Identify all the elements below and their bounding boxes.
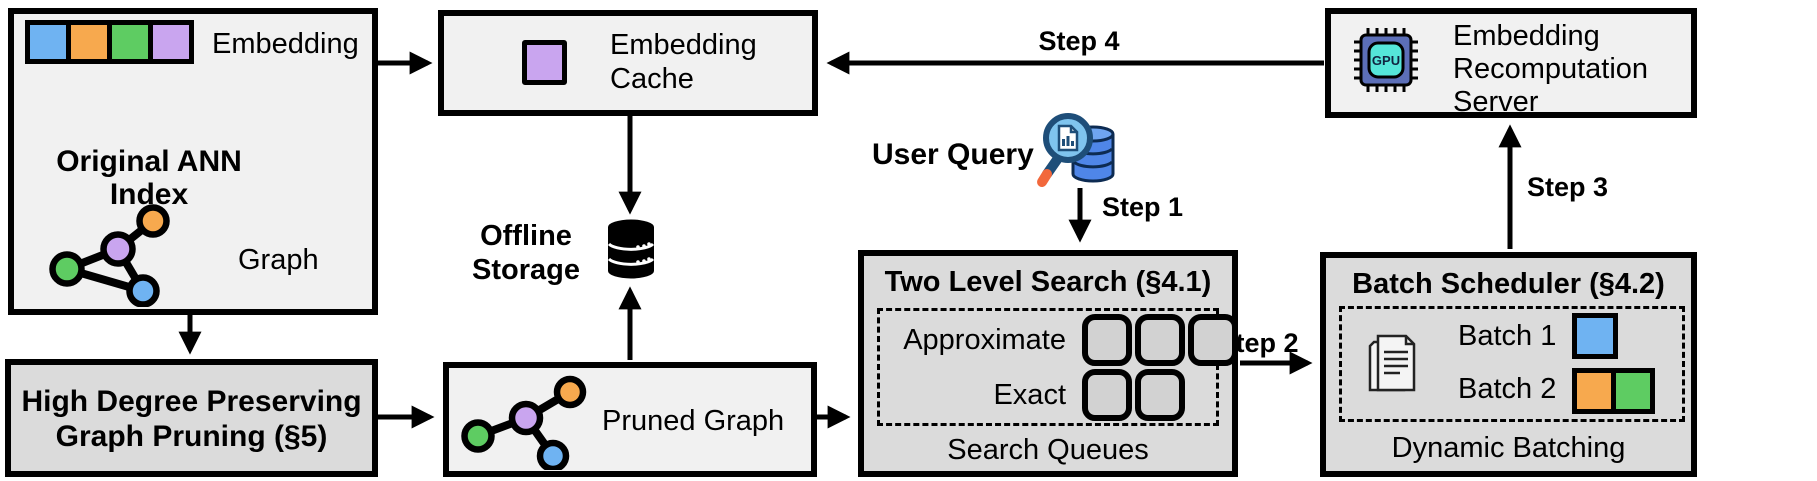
search-queue-slot [1082, 314, 1132, 366]
batch-scheduler-box: Batch Scheduler (§4.2) Batch 1 Batch 2 D… [1320, 252, 1697, 477]
step-3-label: Step 3 [1527, 172, 1609, 202]
user-query-label: User Query [872, 138, 1034, 171]
search-queue-slot [1135, 314, 1185, 366]
dynamic-batching-label: Dynamic Batching [1391, 432, 1626, 464]
search-queue-slot [1082, 369, 1132, 421]
two-level-search-title: Two Level Search (§4.1) [884, 266, 1212, 298]
batch-2-label: Batch 2 [1458, 373, 1557, 405]
server-line3: Server [1453, 86, 1539, 118]
exact-label: Exact [993, 378, 1066, 411]
batch-documents-icon [1368, 334, 1416, 392]
cached-embedding-icon [522, 40, 567, 85]
embedding-cache-line2: Cache [610, 63, 694, 95]
original-ann-index-box: Embedding Original ANN Index Graph [8, 8, 378, 315]
batch-scheduler-title: Batch Scheduler (§4.2) [1352, 268, 1665, 300]
batch-1-label: Batch 1 [1458, 320, 1557, 352]
step-1-label: Step 1 [1102, 192, 1184, 222]
embedding-vector-icon [25, 20, 194, 64]
offline-storage-label: Offline Storage [472, 220, 580, 286]
batch-2-item-orange [1572, 368, 1616, 414]
two-level-search-box: Two Level Search (§4.1) Approximate Exac… [858, 250, 1238, 477]
batch-2-item-green [1611, 368, 1655, 414]
batch-1-item-blue [1572, 313, 1618, 359]
search-queue-slot [1135, 369, 1185, 421]
search-queue-slot [1188, 314, 1238, 366]
graph-icon [49, 204, 170, 307]
batch-2-items [1572, 368, 1655, 414]
embedding-cell-blue [30, 25, 66, 59]
dynamic-batching-panel [1339, 306, 1685, 422]
graph-pruning-box: High Degree Preserving Graph Pruning (§5… [5, 359, 378, 477]
embedding-cell-orange [71, 25, 107, 59]
step-4-label: Step 4 [1038, 26, 1120, 56]
embedding-cell-purple [153, 25, 189, 59]
approximate-label: Approximate [903, 323, 1066, 356]
offline-storage-database-icon [607, 219, 655, 279]
pruned-graph-box: Pruned Graph [443, 362, 817, 477]
original-ann-index-title: Original ANN Index [56, 145, 242, 211]
graph-pruning-line1: High Degree Preserving [21, 385, 362, 418]
search-queues-label: Search Queues [947, 434, 1149, 466]
pruned-graph-label: Pruned Graph [602, 405, 785, 437]
graph-pruning-line2: Graph Pruning (§5) [55, 420, 328, 453]
pruned-graph-icon [461, 375, 587, 470]
server-line1: Embedding [1453, 20, 1600, 52]
graph-label: Graph [238, 244, 319, 276]
embedding-cache-line1: Embedding [610, 29, 757, 61]
server-line2: Recomputation [1453, 53, 1649, 85]
search-queues-panel: Approximate Exact [877, 308, 1238, 426]
query-search-icon [1037, 113, 1115, 187]
embedding-cache-box: Embedding Cache [438, 10, 818, 116]
embedding-label: Embedding [212, 28, 359, 60]
gpu-text: GPU [1372, 53, 1400, 68]
gpu-chip-icon: GPU [1354, 28, 1418, 92]
embedding-cell-green [112, 25, 148, 59]
recomputation-server-box: GPU Embedding Recomputation Server [1325, 8, 1697, 118]
